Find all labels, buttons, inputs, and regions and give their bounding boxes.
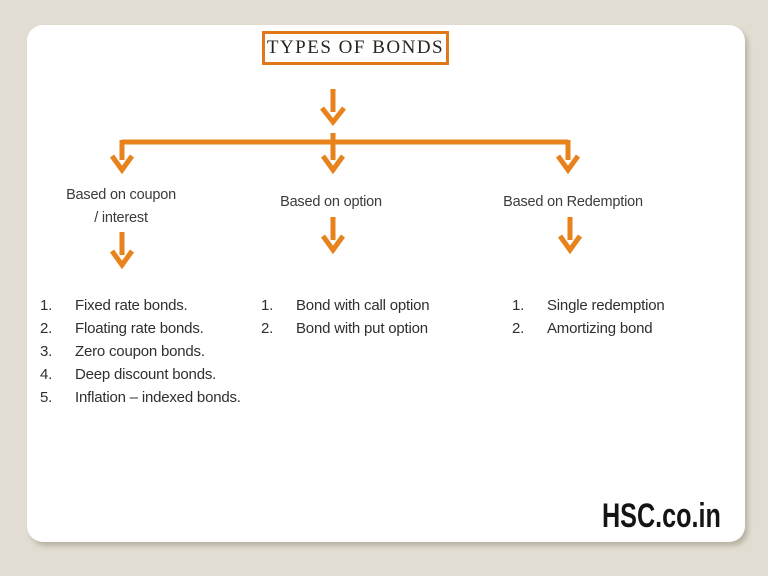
list-item: 1. Fixed rate bonds. [40, 294, 241, 317]
list-item-text: Floating rate bonds. [75, 320, 204, 337]
list-item-text: Bond with put option [296, 320, 428, 337]
list-item-number: 1. [512, 297, 525, 314]
coupon-bond-list: 1. Fixed rate bonds. 2. Floating rate bo… [40, 294, 241, 409]
list-item-text: Bond with call option [296, 297, 430, 314]
list-item: 4. Deep discount bonds. [40, 363, 241, 386]
branch-label-option-line1: Based on option [280, 194, 382, 210]
list-item: 2. Bond with put option [261, 317, 429, 340]
diagram-title-box: TYPES OF BONDS [262, 31, 449, 65]
list-item-number: 2. [40, 320, 53, 337]
list-item-number: 1. [40, 297, 53, 314]
list-item-text: Inflation – indexed bonds. [75, 389, 241, 406]
list-item-number: 2. [261, 320, 274, 337]
branch-label-coupon-line1: Based on coupon [66, 187, 176, 203]
list-item-number: 3. [40, 343, 53, 360]
diagram-card [27, 25, 745, 542]
list-item-number: 1. [261, 297, 274, 314]
branch-label-redemption-line1: Based on Redemption [503, 194, 643, 210]
list-item: 1. Bond with call option [261, 294, 430, 317]
option-bond-list: 1. Bond with call option 2. Bond with pu… [261, 294, 430, 340]
list-item-text: Zero coupon bonds. [75, 343, 205, 360]
branch-label-coupon: Based on coupon / interest [45, 184, 197, 230]
list-item: 5. Inflation – indexed bonds. [40, 386, 241, 409]
branch-label-redemption: Based on Redemption [490, 191, 656, 214]
list-item: 2. Floating rate bonds. [40, 317, 241, 340]
list-item-number: 5. [40, 389, 53, 406]
redemption-bond-list: 1. Single redemption 2. Amortizing bond [512, 294, 665, 340]
branch-label-option: Based on option [251, 191, 411, 214]
list-item-text: Amortizing bond [547, 320, 653, 337]
list-item-text: Single redemption [547, 297, 665, 314]
list-item: 1. Single redemption [512, 294, 665, 317]
diagram-title: TYPES OF BONDS [266, 37, 445, 58]
list-item-text: Fixed rate bonds. [75, 297, 188, 314]
list-item-number: 2. [512, 320, 525, 337]
list-item-text: Deep discount bonds. [75, 366, 217, 383]
site-watermark: HSC.co.in [602, 497, 721, 535]
list-item: 2. Amortizing bond [512, 317, 665, 340]
branch-label-coupon-line2: / interest [94, 210, 148, 226]
list-item-number: 4. [40, 366, 53, 383]
list-item: 3. Zero coupon bonds. [40, 340, 241, 363]
